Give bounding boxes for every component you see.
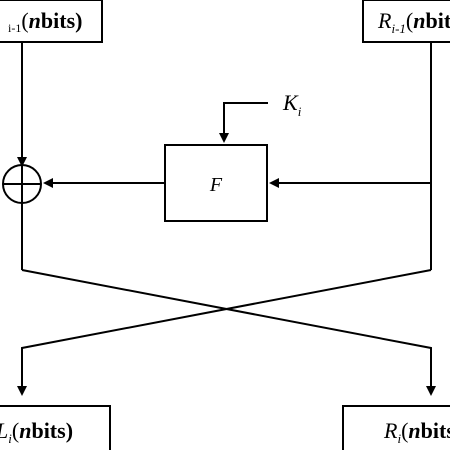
key-label: Ki: [282, 90, 302, 119]
left-input-block: i-1(nbits): [0, 0, 103, 43]
left-input-paren: (: [21, 8, 28, 33]
right-output-paren: (: [401, 418, 408, 443]
f-function-box: F: [164, 144, 268, 222]
right-output-block: Ri(nbits): [342, 405, 450, 450]
key-prefix: K: [282, 90, 299, 115]
right-output-prefix: R: [383, 418, 398, 443]
left-output-paren: (: [12, 418, 19, 443]
right-output-unit: bits): [421, 418, 450, 443]
svg-text:Ri(nbits): Ri(nbits): [383, 418, 450, 446]
left-output-block: Li(nbits): [0, 405, 111, 450]
left-input-unit: bits): [41, 8, 83, 33]
right-input-block: Ri-1(nbits): [362, 0, 450, 43]
key-sub: i: [298, 104, 302, 119]
svg-text:i-1(nbits): i-1(nbits): [8, 8, 82, 35]
right-to-left-output-arrow: [17, 269, 432, 396]
right-input-paren: (: [406, 8, 413, 33]
left-output-sub: i: [8, 431, 12, 446]
key-input: Ki: [219, 90, 302, 143]
right-input-prefix: R: [377, 8, 392, 33]
xor-operator: [2, 164, 42, 204]
svg-text:Li(nbits): Li(nbits): [0, 418, 73, 446]
left-input-var: n: [29, 8, 41, 33]
left-output-prefix: L: [0, 418, 8, 443]
right-input-unit: bits): [425, 8, 450, 33]
right-output-sub: i: [397, 431, 401, 446]
xor-to-right-output-arrow: [21, 269, 436, 396]
right-input-var: n: [413, 8, 425, 33]
key-arrow: [219, 102, 268, 143]
left-output-var: n: [19, 418, 31, 443]
svg-text:Ri-1(nbits): Ri-1(nbits): [377, 8, 450, 36]
left-input-sub: i-1: [8, 21, 21, 35]
right-output-var: n: [408, 418, 420, 443]
f-label: F: [209, 174, 223, 196]
right-input-sub: i-1: [391, 21, 405, 36]
left-output-unit: bits): [31, 418, 73, 443]
